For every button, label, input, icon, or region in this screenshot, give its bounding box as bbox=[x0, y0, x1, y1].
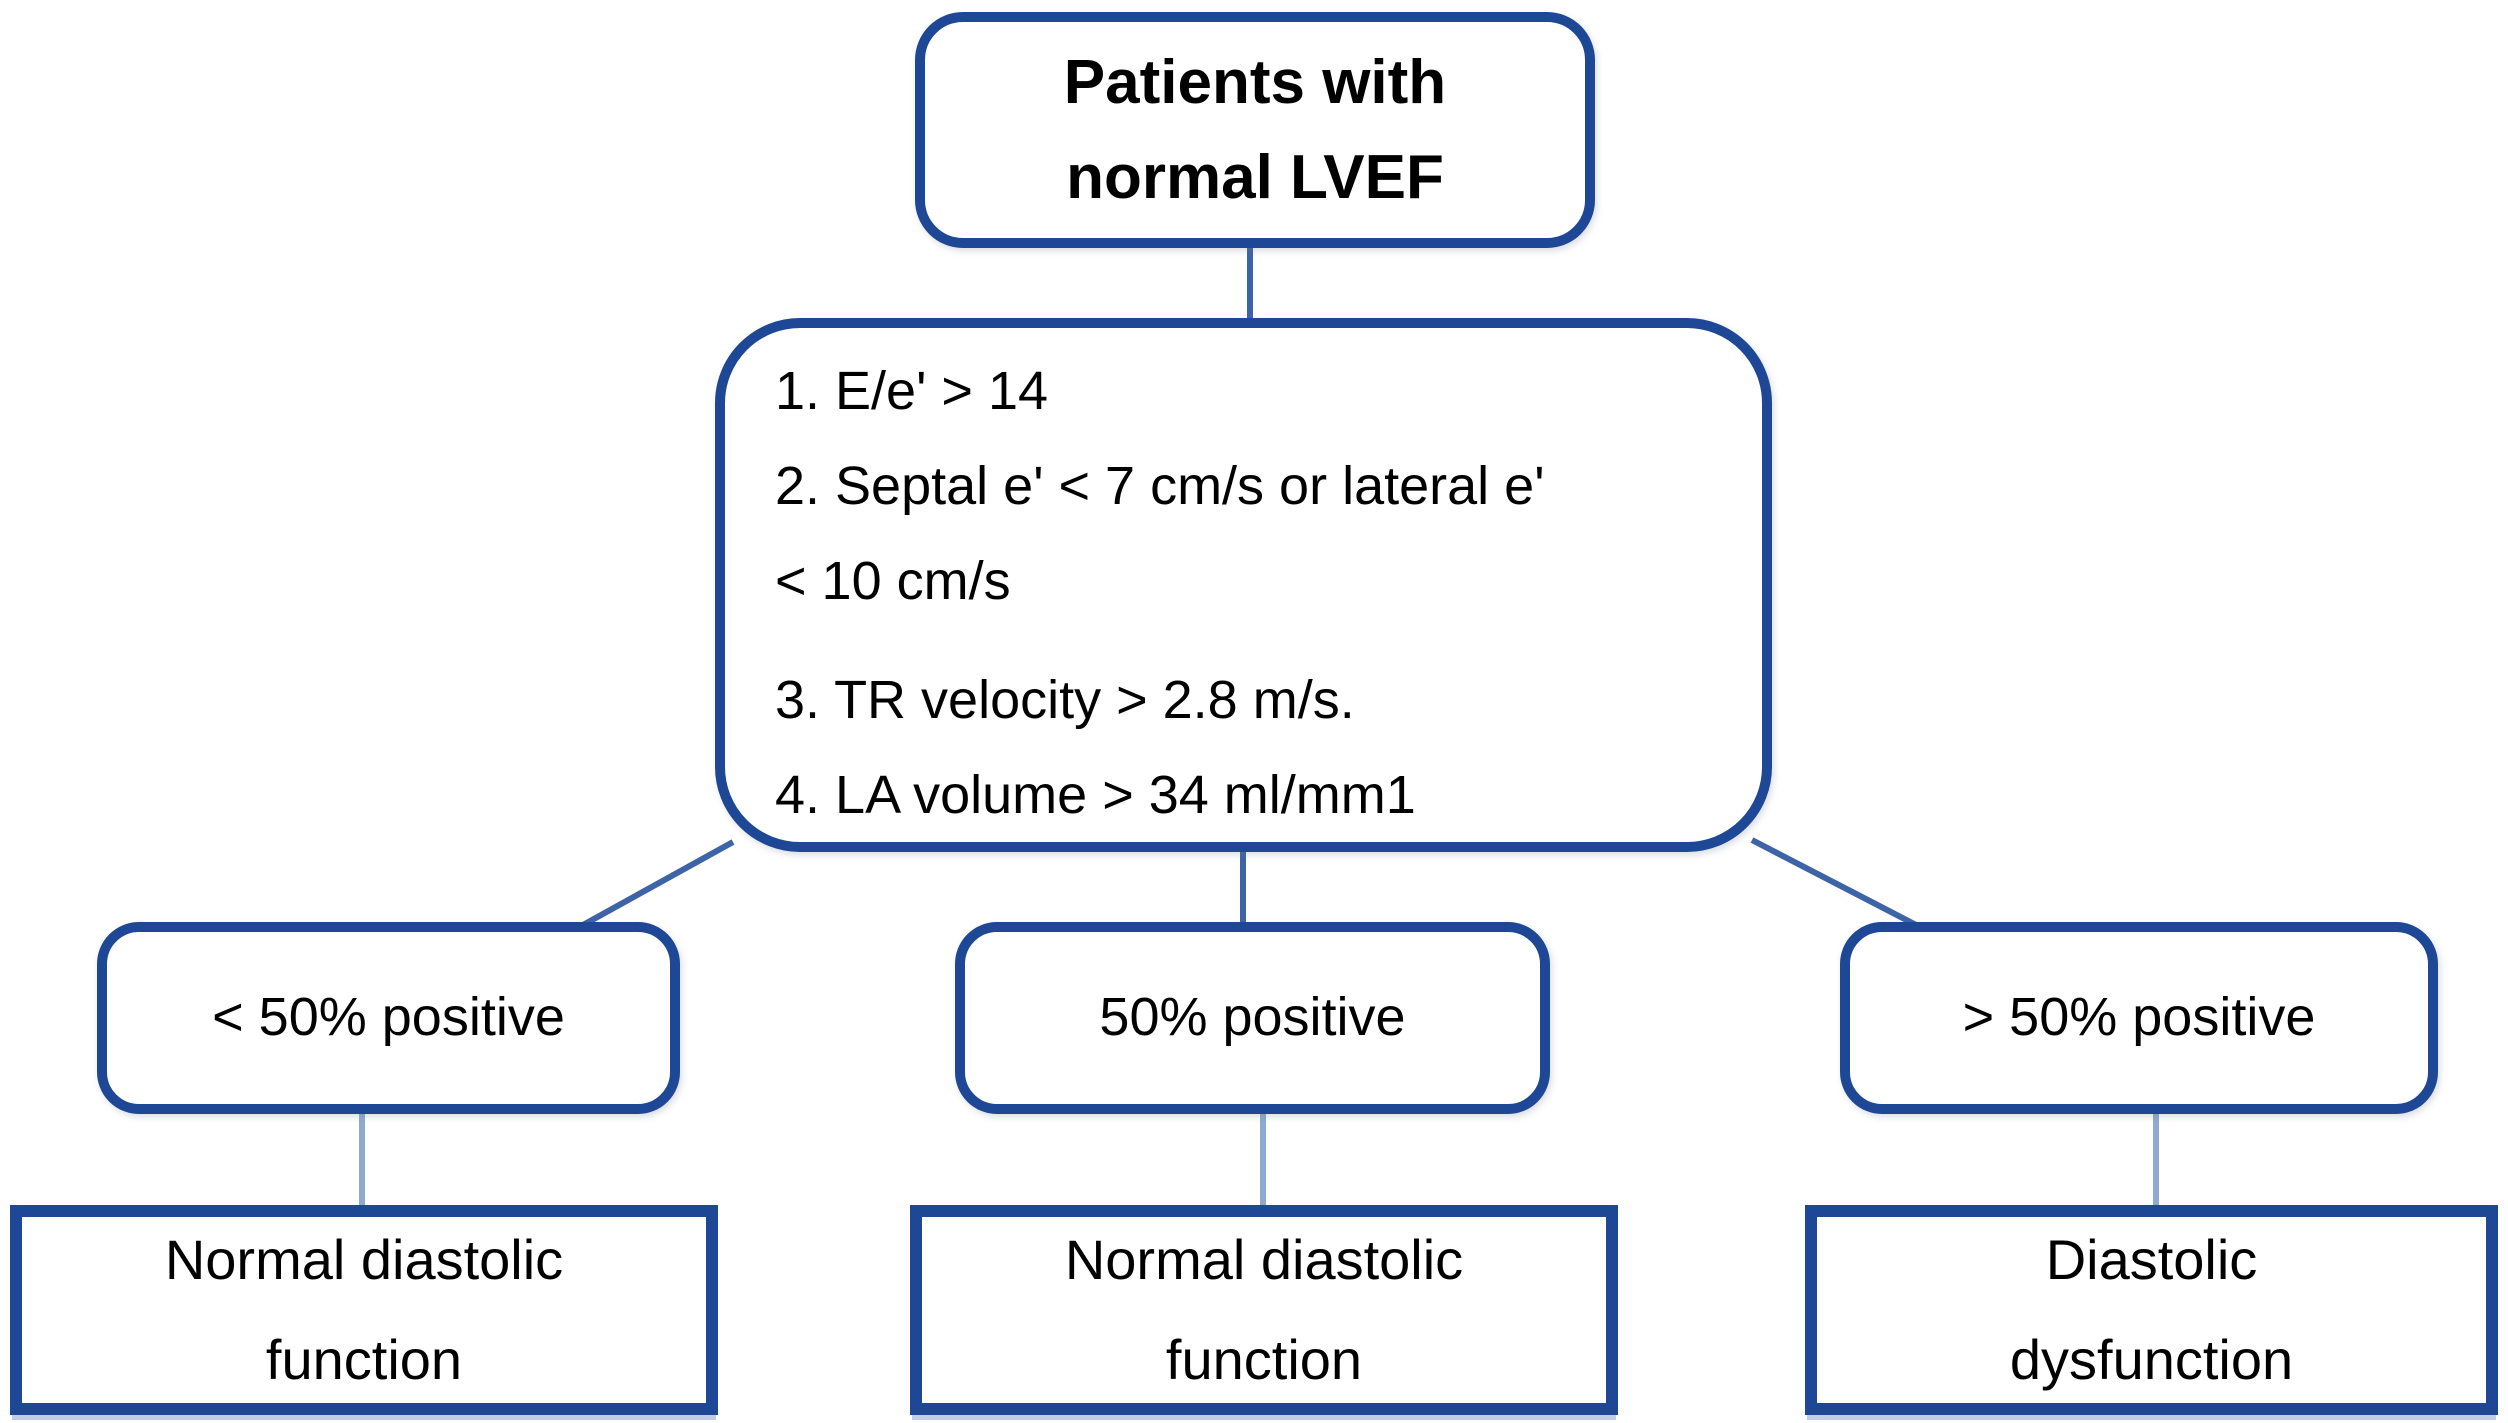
branch-label-lt50: < 50% positive bbox=[212, 987, 565, 1048]
outcome-node-diastolic-dysfunction: Diastolic dysfunction bbox=[1805, 1205, 2498, 1415]
root-node-patients-normal-lvef: Patients with normal LVEF bbox=[915, 12, 1595, 248]
criteria-node: 1. E/e' > 14 2. Septal e' < 7 cm/s or la… bbox=[715, 318, 1772, 852]
branch-label-gt50: > 50% positive bbox=[1962, 987, 2316, 1048]
connector-criteria-to-right bbox=[1750, 837, 1924, 931]
branch-label-eq50: 50% positive bbox=[1099, 987, 1406, 1048]
connector-criteria-to-left bbox=[581, 839, 735, 928]
criteria-item-4: 4. LA volume > 34 ml/mm1 bbox=[775, 765, 1416, 825]
criteria-list: 1. E/e' > 14 2. Septal e' < 7 cm/s or la… bbox=[775, 344, 1545, 843]
criteria-item-3: 3. TR velocity > 2.8 m/s. bbox=[775, 670, 1355, 730]
criteria-item-2: 2. Septal e' < 7 cm/s or lateral e' < 10… bbox=[775, 456, 1545, 611]
outcome-label-left: Normal diastolic function bbox=[164, 1228, 564, 1391]
outcome-label-middle: Normal diastolic function bbox=[1064, 1228, 1464, 1391]
branch-node-eq50-positive: 50% positive bbox=[955, 922, 1550, 1114]
branch-node-lt50-positive: < 50% positive bbox=[97, 922, 680, 1114]
root-node-label: Patients with normal LVEF bbox=[1063, 48, 1447, 212]
branch-node-gt50-positive: > 50% positive bbox=[1840, 922, 2438, 1114]
outcome-node-normal-diastolic-middle: Normal diastolic function bbox=[910, 1205, 1618, 1415]
outcome-label-right: Diastolic dysfunction bbox=[2009, 1228, 2294, 1391]
outcome-node-normal-diastolic-left: Normal diastolic function bbox=[10, 1205, 718, 1415]
criteria-item-1: 1. E/e' > 14 bbox=[775, 361, 1049, 421]
